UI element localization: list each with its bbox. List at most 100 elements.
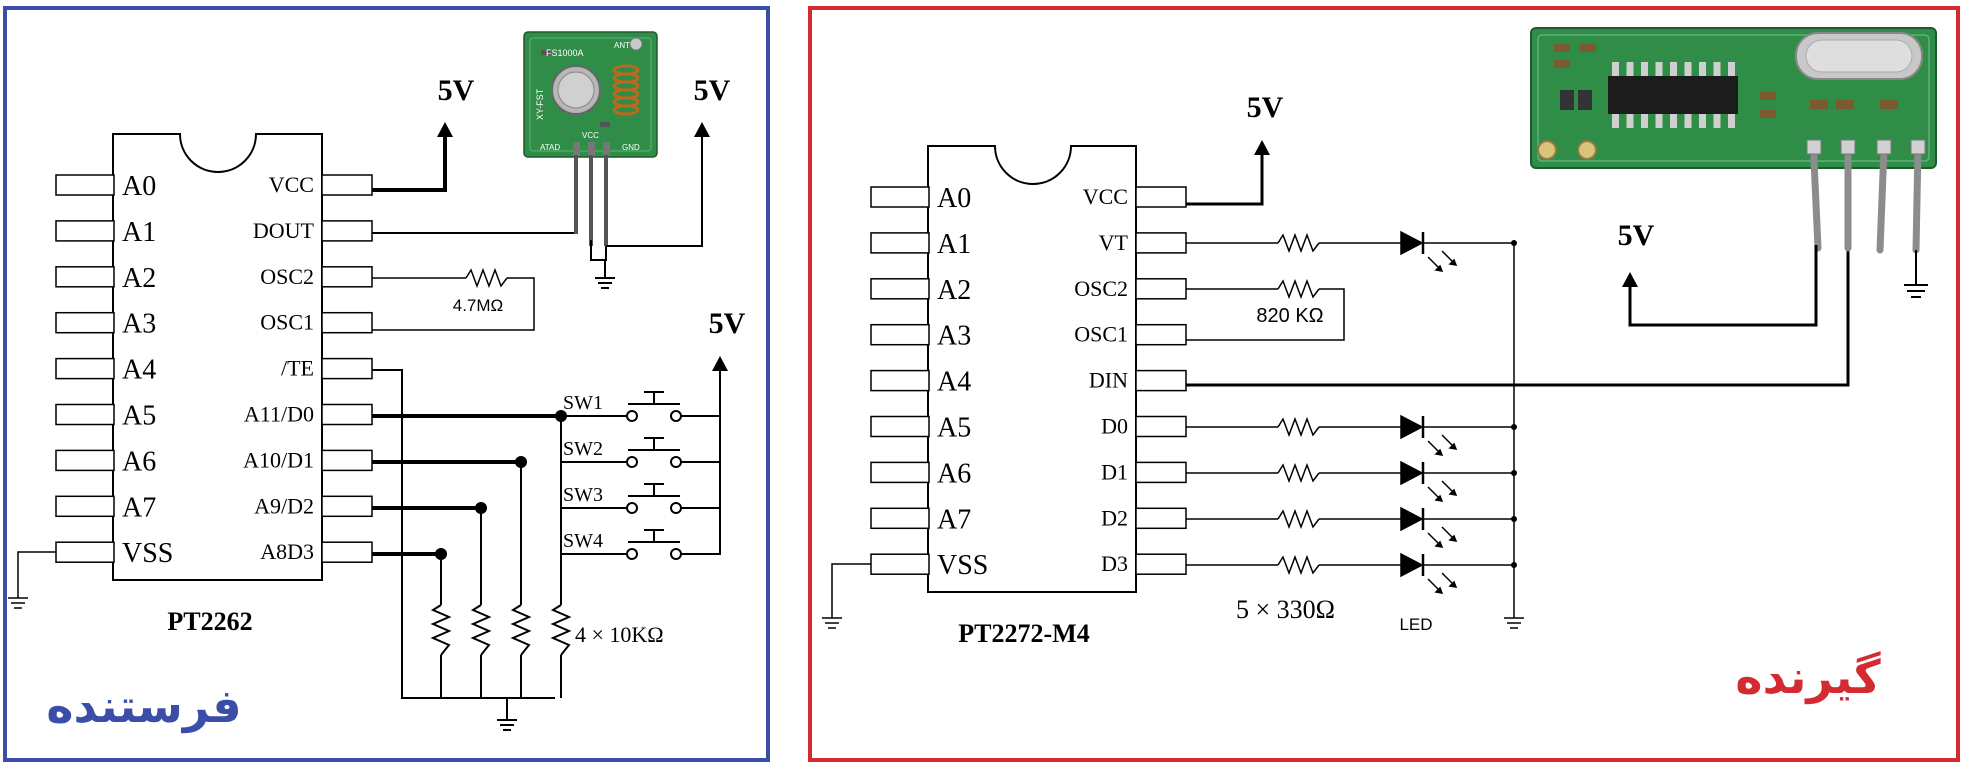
ic-leg [1684, 114, 1692, 128]
rx-module-ground [1904, 250, 1928, 298]
pt2262-right-pin-stub-2 [321, 266, 373, 288]
rx-module-pin-caps [1806, 139, 1926, 155]
rx-module-supply-label: 5V [1618, 219, 1655, 252]
pt2262-chip-label: PT2262 [167, 607, 252, 636]
pt2272-right-pin-stub-5 [1135, 415, 1187, 438]
rx-led-return-bus [1504, 245, 1524, 629]
pt2272-right-pin-stub-6 [1135, 461, 1187, 484]
receiver-frame [808, 6, 1960, 762]
pt2272-right-pin-label: DIN [1089, 368, 1128, 393]
pt2262-left-pin-label: A2 [122, 263, 156, 294]
pt2272-chip [927, 145, 1137, 593]
rx-module [1530, 27, 1937, 254]
pt2262-right-pin-stub-7 [321, 495, 373, 518]
tx-vcc-wire [372, 132, 447, 192]
pt2272-left-pin-label: A4 [937, 367, 971, 398]
pt2272-left-pin-stub-5 [870, 415, 930, 438]
tx-switch-supply-arrow [712, 356, 728, 371]
pt2262-right-pin-label: DOUT [253, 218, 315, 243]
vt-led-row [1186, 230, 1517, 272]
switch-label: SW3 [563, 484, 603, 506]
pt2272-left-pin-stub-7 [870, 507, 930, 530]
tx-data-buses [372, 414, 561, 556]
rx-module-ic [1608, 76, 1738, 114]
ic-leg [1626, 114, 1634, 128]
ic-leg [1612, 62, 1619, 76]
receiver-title: گیرنده [1735, 650, 1880, 704]
pt2272-right-pin-stub-2 [1135, 278, 1187, 300]
rx-led-resistors-label: 5 × 330Ω [1236, 595, 1335, 624]
ic-leg [1728, 114, 1735, 128]
ic-leg [1655, 62, 1663, 76]
junction-dot [1511, 240, 1517, 246]
pt2272-right-pin-label: D3 [1101, 551, 1128, 576]
rx-vss-ground-wire [822, 563, 871, 629]
pt2262-left-pin-stub-8 [55, 541, 115, 563]
fs1000a-gnd-text: GND [622, 143, 640, 152]
rx-module-supply-wire [1628, 245, 1818, 327]
fs1000a-pins [573, 142, 610, 246]
pt2262-right-pin-label: A9/D2 [254, 493, 314, 518]
pt2262-left-pin-label: A1 [122, 217, 156, 248]
pt2262-chip [112, 133, 323, 581]
ic-leg [1699, 114, 1706, 128]
tx-dout-wire [372, 155, 577, 234]
rx-module-smd-parts [1554, 44, 1898, 118]
pt2262-right-pin-label: A8D3 [260, 539, 314, 564]
pt2272-left-pin-stub-8 [870, 553, 930, 575]
rx-vcc-wire [1186, 150, 1264, 206]
pt2272-right-pin-label: D0 [1101, 414, 1128, 439]
pt2262-left-pin-stub-0 [55, 174, 115, 196]
pt2262-left-pin-label: A7 [122, 492, 156, 523]
pt2262-left-pin-stub-7 [55, 495, 115, 518]
fs1000a-ant-pad [629, 37, 643, 51]
tx-module-wires [590, 130, 703, 289]
ic-leg [1626, 62, 1634, 76]
pt2272-right-pin-stub-4 [1135, 369, 1187, 392]
ic-leg [1684, 62, 1692, 76]
ic-leg [1699, 62, 1706, 76]
ic-leg [1612, 114, 1619, 128]
rx-vcc-supply-label: 5V [1247, 91, 1284, 124]
data-led-row [1186, 414, 1517, 456]
rx-module-supply-arrow [1622, 272, 1638, 287]
fs1000a-atad-text: ATAD [540, 143, 560, 152]
rx-osc-resistor-label: 820 KΩ [1256, 305, 1323, 327]
pt2272-right-pin-stub-7 [1135, 507, 1187, 530]
rx-din-wire [1186, 165, 1850, 387]
tx-module-arrow [694, 122, 710, 137]
tx-vcc-supply-label: 5V [438, 74, 475, 107]
pt2272-right-pin-stub-3 [1135, 323, 1187, 346]
pt2272-left-pin-label: A2 [937, 275, 971, 306]
pt2272-left-pin-stub-1 [870, 232, 930, 254]
pt2262-right-pin-label: OSC1 [260, 310, 314, 335]
pt2272-left-pin-stub-4 [870, 369, 930, 392]
pt2262-right-pin-stub-3 [321, 311, 373, 334]
pt2262-right-pin-stub-6 [321, 449, 373, 472]
pt2272-right-pin-stub-0 [1135, 186, 1187, 208]
pt2262-right-pin-stub-4 [321, 357, 373, 380]
rx-led-rows [1186, 230, 1517, 594]
pt2262-right-pin-stub-8 [321, 541, 373, 563]
pt2272-left-pin-label: A3 [937, 321, 971, 352]
tx-pulldown-stems [440, 416, 562, 731]
pt2272-right-pin-stub-1 [1135, 232, 1187, 254]
fs1000a-model-text: FS1000A [546, 48, 584, 58]
pt2272-left-pin-label: A6 [937, 458, 971, 489]
pt2262-left-pin-label: VSS [122, 538, 173, 569]
push-button-switch [561, 437, 720, 468]
rx-module-pins [1810, 144, 1922, 254]
tx-junction-dots [435, 410, 567, 560]
pt2262-right-pin-stub-0 [321, 174, 373, 196]
pt2262-left-pin-stub-1 [55, 220, 115, 242]
rx-vcc-arrow [1254, 140, 1270, 155]
pt2262-right-pin-label: OSC2 [260, 264, 314, 289]
tx-te-wire [372, 369, 555, 699]
pt2272-right-pin-label: VCC [1083, 184, 1128, 209]
tx-module-supply-label: 5V [694, 74, 731, 107]
